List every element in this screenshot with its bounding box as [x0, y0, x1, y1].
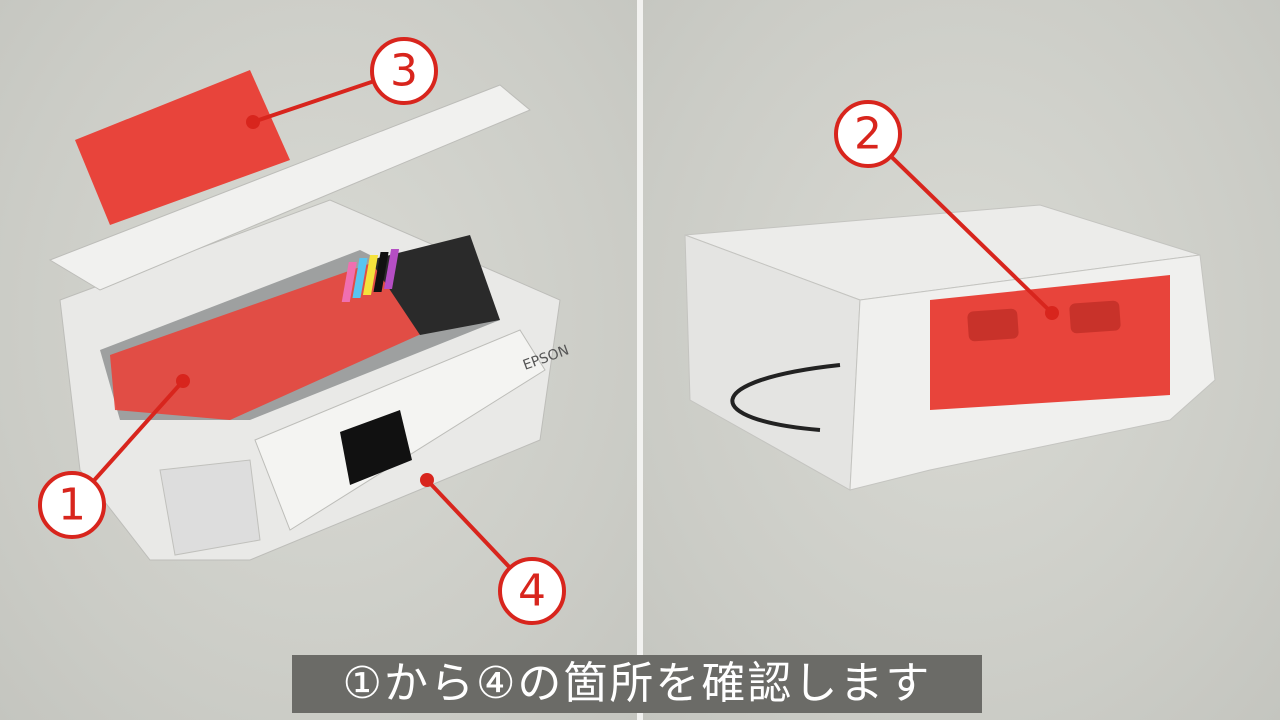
printer-rear: [684, 204, 1216, 491]
highlight-area-3: [75, 70, 290, 225]
svg-text:4: 4: [518, 566, 546, 617]
callout-2: 2: [834, 100, 902, 168]
printer-front-open: EPSON: [48, 70, 571, 561]
callout-3: 3: [370, 37, 438, 105]
svg-text:1: 1: [58, 480, 86, 531]
lcd-screen: [340, 410, 412, 485]
panel-divider: [637, 0, 643, 720]
callout-4: 4: [498, 557, 566, 625]
ink-cartridges: [341, 249, 400, 302]
callout-1: 1: [38, 471, 106, 539]
svg-text:3: 3: [390, 46, 418, 97]
svg-text:2: 2: [854, 109, 882, 160]
subtitle-caption: ①から④の箇所を確認します: [292, 655, 982, 713]
power-cable: [730, 363, 841, 432]
